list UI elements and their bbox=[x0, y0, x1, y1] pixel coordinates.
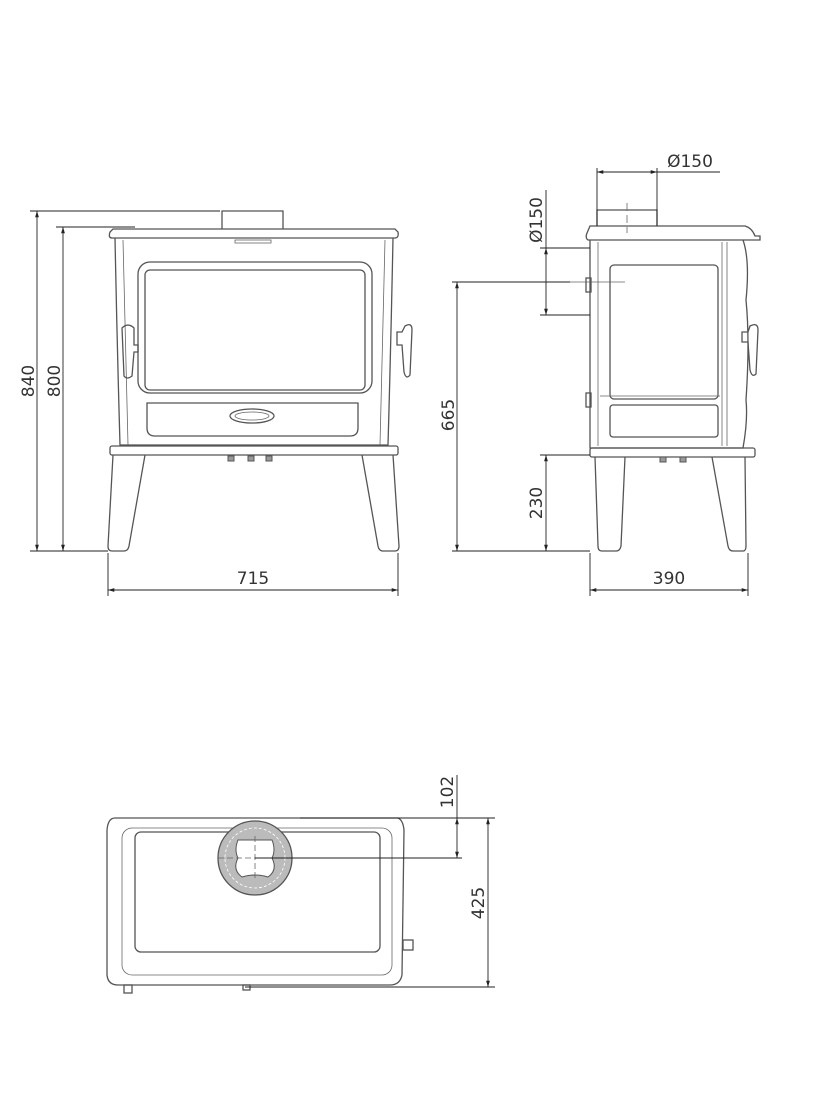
air-control bbox=[679, 456, 687, 463]
side-panel bbox=[609, 264, 719, 400]
left-door-handle[interactable] bbox=[121, 324, 139, 379]
leg-height-label: 230 bbox=[527, 487, 547, 519]
flue-offset-label: 102 bbox=[438, 776, 458, 808]
flue-stub bbox=[221, 210, 284, 229]
side-view: Ø150 Ø150 665 230 390 bbox=[439, 152, 761, 596]
body-height-label: 800 bbox=[45, 365, 65, 397]
top-plate bbox=[108, 228, 399, 239]
rear-hinge bbox=[585, 392, 592, 408]
air-control bbox=[227, 455, 235, 462]
rear-hinge bbox=[585, 277, 592, 293]
side-lower-panel bbox=[609, 404, 719, 438]
brand-logo bbox=[229, 408, 275, 424]
top-outline bbox=[106, 817, 405, 986]
side-depth-label: 390 bbox=[653, 569, 685, 589]
air-control bbox=[242, 984, 251, 991]
top-depth-label: 425 bbox=[469, 887, 489, 919]
top-badge bbox=[234, 239, 272, 244]
top-view: 102 425 bbox=[106, 775, 495, 994]
front-view: 840 800 715 bbox=[19, 210, 413, 596]
rear-flue-height-label: 665 bbox=[439, 399, 459, 431]
air-control bbox=[247, 455, 255, 462]
overall-height-label: 840 bbox=[19, 365, 39, 397]
right-door-handle[interactable] bbox=[396, 324, 413, 378]
right-front-leg bbox=[361, 454, 400, 552]
stove-body bbox=[114, 237, 394, 446]
top-flue-diameter-label: Ø150 bbox=[667, 152, 713, 172]
side-left-leg bbox=[594, 456, 626, 552]
door-glass bbox=[144, 269, 366, 391]
side-right-leg bbox=[711, 456, 747, 552]
ash-panel bbox=[146, 402, 359, 437]
rear-flue-diameter-label: Ø150 bbox=[527, 197, 547, 243]
side-body bbox=[589, 239, 749, 449]
side-top-plate bbox=[585, 225, 761, 241]
side-base-plate bbox=[589, 447, 756, 458]
air-control bbox=[265, 455, 273, 462]
top-handle[interactable] bbox=[402, 939, 414, 951]
front-width-label: 715 bbox=[237, 569, 269, 589]
top-hinge bbox=[123, 984, 133, 994]
side-door-handle[interactable] bbox=[741, 324, 759, 376]
air-control bbox=[659, 456, 667, 463]
left-front-leg bbox=[107, 454, 146, 552]
door-frame bbox=[137, 261, 373, 394]
base-plate bbox=[109, 445, 399, 456]
